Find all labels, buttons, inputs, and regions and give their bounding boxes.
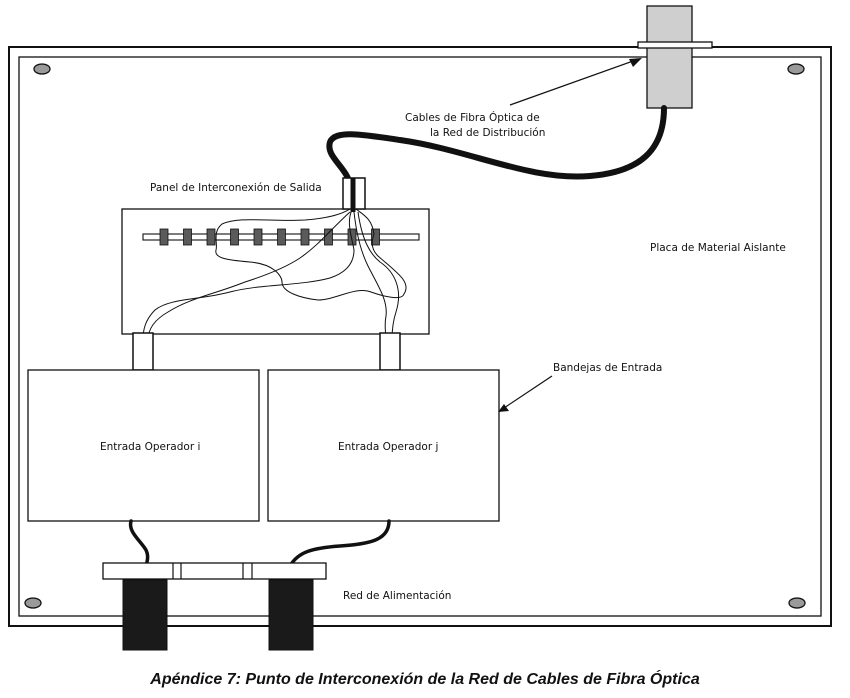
fiber-connector xyxy=(183,228,192,246)
fiber-connector xyxy=(277,228,286,246)
tray-i-connector xyxy=(132,332,154,371)
screw-top-right xyxy=(787,63,805,75)
fiber-cables-label-line1: Cables de Fibra Óptica de xyxy=(405,111,540,124)
insulating-plate-inner xyxy=(18,56,822,617)
fiber-label-arrow-line xyxy=(509,59,637,106)
screw-bottom-right xyxy=(788,597,806,609)
power-bracket xyxy=(102,562,327,580)
patch-fibers xyxy=(142,208,407,341)
fiber-connector xyxy=(230,228,239,246)
fiber-connector xyxy=(347,228,357,246)
insulating-plate-label: Placa de Material Aislante xyxy=(650,242,786,254)
input-operator-i-label: Entrada Operador i xyxy=(100,441,200,453)
distribution-gland-flange xyxy=(637,41,713,49)
fiber-connector xyxy=(371,228,380,246)
input-trays-arrow-line xyxy=(503,375,553,409)
distribution-cable-gland xyxy=(646,5,693,109)
input-trays-arrowhead xyxy=(498,404,509,412)
screw-top-left xyxy=(33,63,51,75)
fiber-connector xyxy=(206,228,216,246)
fiber-connector xyxy=(253,228,263,246)
fiber-connector xyxy=(300,228,310,246)
screw-bottom-left xyxy=(24,597,42,609)
fiber-connector xyxy=(324,228,333,246)
power-cable-right xyxy=(288,519,391,568)
power-network-label: Red de Alimentación xyxy=(343,590,451,602)
fiber-cables-label-line2: la Red de Distribución xyxy=(430,127,545,139)
input-trays-label: Bandejas de Entrada xyxy=(553,362,662,374)
tray-j-connector xyxy=(379,332,401,371)
fiber-label-arrowhead xyxy=(629,58,642,67)
output-panel-label: Panel de Interconexión de Salida xyxy=(150,182,322,194)
power-gland-left xyxy=(122,579,168,651)
figure-caption: Apéndice 7: Punto de Interconexión de la… xyxy=(149,669,700,688)
distribution-fiber-cable xyxy=(326,105,667,193)
connector-row xyxy=(159,228,380,246)
fiber-connector xyxy=(159,228,169,246)
input-operator-j-label: Entrada Operador j xyxy=(338,441,438,453)
input-tray-operator-i xyxy=(27,369,260,522)
power-gland-right xyxy=(268,579,314,651)
input-tray-operator-j xyxy=(267,369,500,522)
